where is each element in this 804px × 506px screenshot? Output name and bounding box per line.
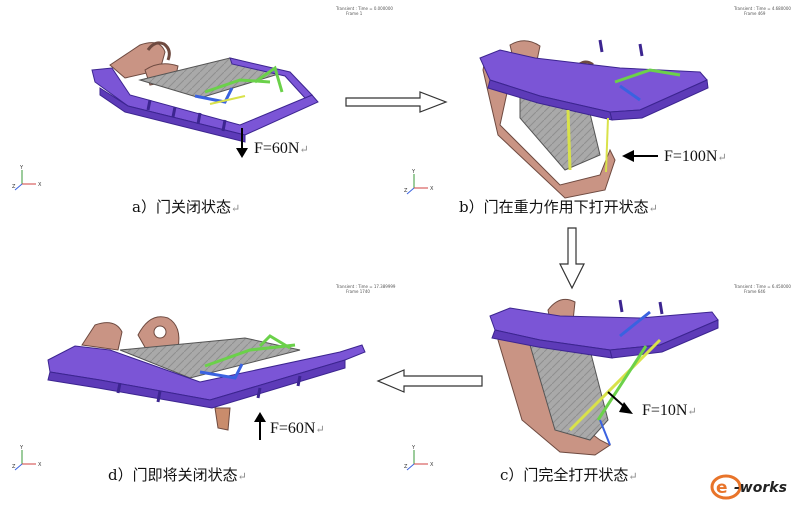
- svg-text:Y: Y: [411, 445, 416, 451]
- svg-text:Z: Z: [404, 188, 408, 194]
- flow-arrow-a-to-b: [345, 91, 448, 113]
- svg-text:X: X: [430, 186, 434, 192]
- svg-text:Y: Y: [411, 169, 416, 175]
- force-label-b: F=100N↵: [664, 148, 727, 165]
- svg-text:X: X: [38, 182, 42, 188]
- model-d-closing: [47, 316, 366, 440]
- axis-triad-b: Y X Z: [404, 169, 434, 195]
- svg-text:Z: Z: [404, 464, 408, 470]
- force-label-a: F=60N↵: [254, 140, 309, 157]
- axis-triad-d: Y X Z: [12, 445, 42, 471]
- force-label-c: F=10N↵: [642, 402, 697, 419]
- svg-text:X: X: [430, 462, 434, 468]
- svg-text:Z: Z: [12, 184, 16, 190]
- svg-text:Z: Z: [12, 464, 16, 470]
- flow-arrow-b-to-c: [559, 227, 585, 290]
- axis-triad-c: Y X Z: [404, 445, 434, 471]
- caption-d: d）门即将关闭状态↵: [108, 466, 247, 484]
- caption-a: a）门关闭状态↵: [132, 198, 241, 216]
- caption-b: b）门在重力作用下打开状态↵: [459, 198, 658, 216]
- svg-text:e: e: [716, 478, 728, 498]
- flow-arrow-c-to-d: [376, 369, 483, 393]
- svg-text:Y: Y: [19, 165, 24, 171]
- model-a-closed: [91, 41, 319, 158]
- svg-text:-works: -works: [734, 480, 787, 496]
- model-c-open: [489, 298, 719, 456]
- axis-triad-a: Y X Z: [12, 165, 42, 191]
- svg-text:Y: Y: [19, 445, 24, 451]
- caption-c: c）门完全打开状态↵: [500, 466, 638, 484]
- svg-text:X: X: [38, 462, 42, 468]
- e-works-logo: e -works: [710, 474, 787, 500]
- model-b-opening: [479, 39, 709, 199]
- force-label-d: F=60N↵: [270, 420, 325, 437]
